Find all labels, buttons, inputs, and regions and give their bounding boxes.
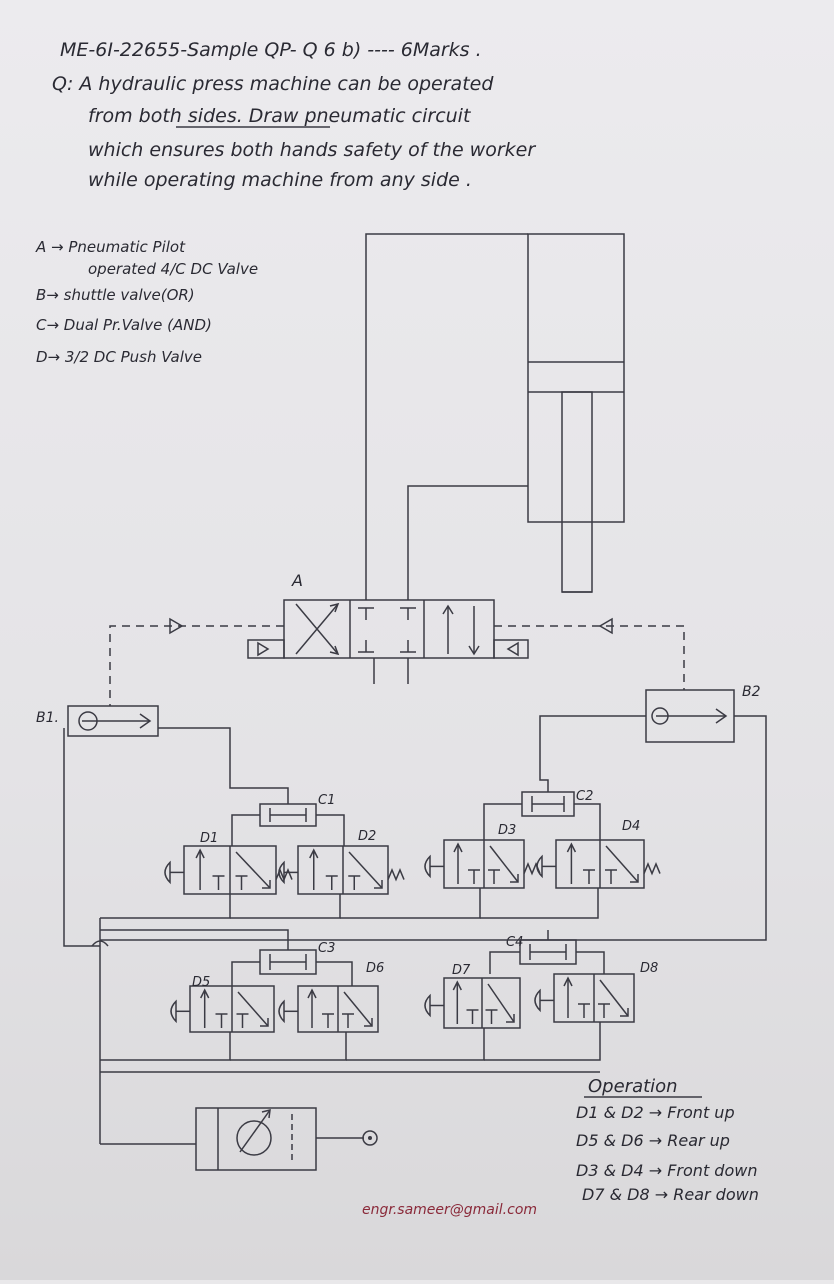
question-line-3: which ensures both hands safety of the w…: [88, 139, 536, 161]
header-title: ME-6I-22655-Sample QP- Q 6 b) ---- 6Mark…: [60, 39, 482, 61]
valve-a-4-2-pilot: [247, 599, 529, 684]
operation-row-1: D1 & D2 → Front up: [576, 1103, 735, 1122]
label-a: A: [291, 571, 303, 590]
question-line-2: from both sides. Draw pneumatic circuit: [88, 105, 472, 127]
label-d4: D4: [622, 819, 640, 834]
push-valve-d7: [424, 977, 521, 1029]
legend-item-a-cont: operated 4/C DC Valve: [88, 260, 258, 278]
pilot-lines: [109, 617, 685, 706]
push-valve-d2: [278, 845, 405, 895]
cylinder-supply-lines: [365, 233, 528, 600]
push-valves-3-2: [164, 839, 661, 1033]
label-b2: B2: [742, 684, 761, 700]
dual-pressure-valve-c4: [519, 939, 577, 965]
shuttle-valve-b1: [67, 705, 159, 737]
dual-pressure-valve-c2: [521, 791, 575, 817]
shuttle-valve-b2: [645, 689, 735, 743]
operation-table: Operation D1 & D2 → Front up D5 & D6 → R…: [576, 1076, 759, 1204]
legend: A → Pneumatic Pilot operated 4/C DC Valv…: [35, 238, 258, 366]
operation-title: Operation: [588, 1076, 678, 1097]
push-valve-d3: [424, 839, 541, 889]
label-c2: C2: [576, 789, 593, 804]
pipework: [63, 715, 767, 1145]
push-valve-d8: [534, 973, 635, 1023]
dual-pressure-valve-c1: [259, 803, 317, 827]
label-d8: D8: [640, 961, 658, 976]
label-b1: B1.: [36, 710, 59, 726]
legend-item-c: C→ Dual Pr.Valve (AND): [36, 316, 212, 334]
push-valve-d1: [164, 845, 293, 895]
label-c3: C3: [318, 941, 335, 956]
label-d3: D3: [498, 823, 516, 838]
push-valve-d6: [278, 985, 379, 1033]
double-acting-cylinder: [527, 233, 625, 593]
question-line-4: while operating machine from any side .: [88, 169, 472, 191]
push-valve-d5: [170, 985, 275, 1033]
question-line-1: Q: A hydraulic press machine can be oper…: [52, 73, 494, 95]
label-d5: D5: [192, 975, 210, 990]
author-email: engr.sameer@gmail.com: [362, 1202, 537, 1218]
label-d1: D1: [200, 831, 218, 846]
label-d2: D2: [358, 829, 376, 844]
label-c4: C4: [506, 935, 523, 950]
dual-pressure-valve-c3: [259, 949, 317, 975]
label-d6: D6: [366, 961, 384, 976]
legend-item-b: B→ shuttle valve(OR): [36, 286, 195, 304]
question-text: Q: A hydraulic press machine can be oper…: [52, 73, 536, 191]
label-c1: C1: [318, 793, 335, 808]
push-valve-labels: D1 D2 D3 D4 D5 D6 D7 D8: [192, 819, 658, 990]
label-d7: D7: [452, 963, 471, 978]
push-valve-d4: [536, 839, 661, 889]
legend-item-a: A → Pneumatic Pilot: [35, 238, 186, 256]
frl-unit: [195, 1107, 378, 1171]
operation-row-3: D3 & D4 → Front down: [576, 1161, 757, 1180]
operation-row-2: D5 & D6 → Rear up: [576, 1131, 730, 1150]
legend-item-d: D→ 3/2 DC Push Valve: [36, 348, 202, 366]
operation-row-4: D7 & D8 → Rear down: [582, 1185, 759, 1204]
